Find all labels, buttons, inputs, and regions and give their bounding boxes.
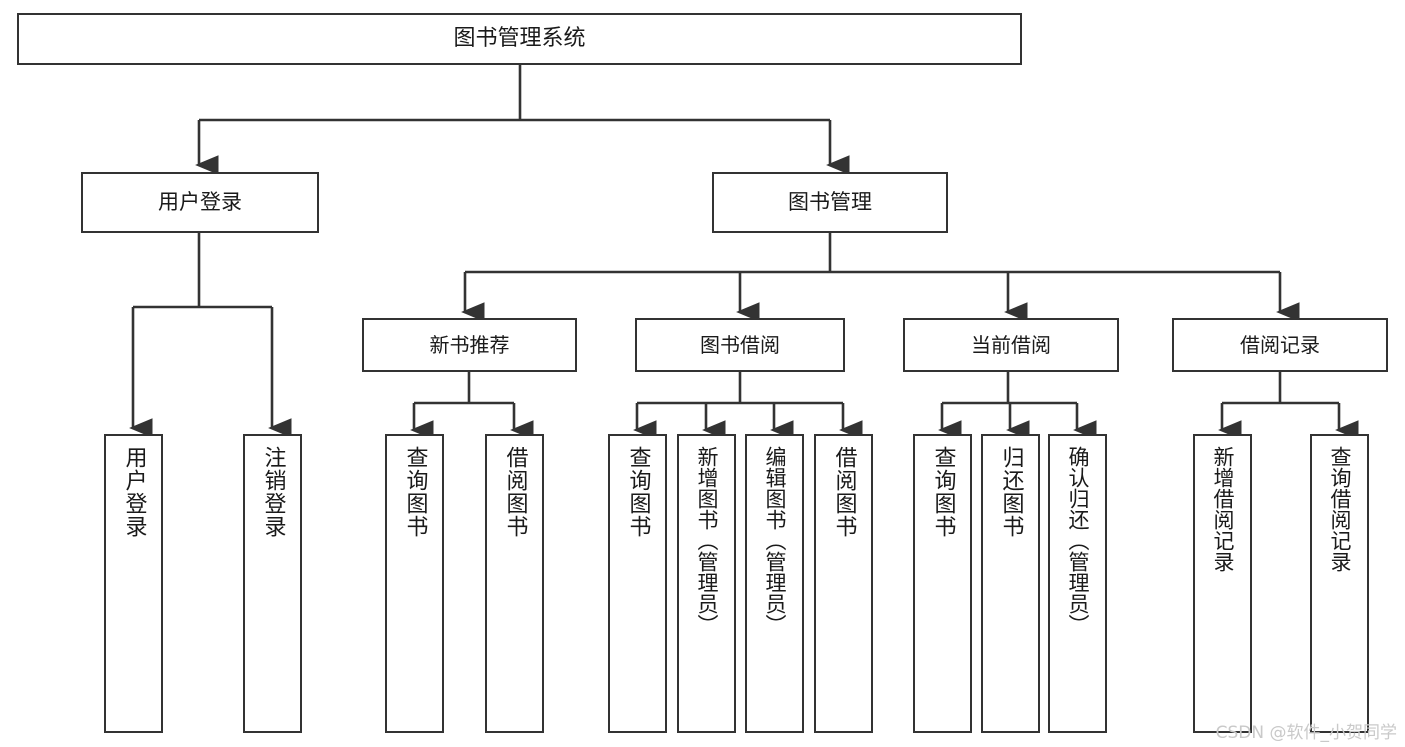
leaf-borrow-query-book[interactable]: 查询图书 xyxy=(608,434,667,733)
leaf-borrow-borrow-book[interactable]: 借阅图书 xyxy=(814,434,873,733)
leaf-new-book-borrow[interactable]: 借阅图书 xyxy=(485,434,544,733)
leaf-current-return-book[interactable]: 归还图书 xyxy=(981,434,1040,733)
leaf-records-add-record-label: 新增借阅记录 xyxy=(1211,446,1235,572)
leaf-user-login-signin[interactable]: 用户登录 xyxy=(104,434,163,733)
leaf-new-book-borrow-label: 借阅图书 xyxy=(502,446,528,538)
node-borrow-records-label: 借阅记录 xyxy=(1240,332,1320,357)
leaf-new-book-query-label: 查询图书 xyxy=(402,446,428,538)
node-user-login[interactable]: 用户登录 xyxy=(81,172,319,233)
leaf-records-add-record[interactable]: 新增借阅记录 xyxy=(1193,434,1252,733)
leaf-current-query-book-label: 查询图书 xyxy=(930,446,956,538)
node-new-book-recommend-label: 新书推荐 xyxy=(429,332,510,357)
node-root-system-label: 图书管理系统 xyxy=(453,26,586,52)
leaf-borrow-edit-book-admin[interactable]: 编辑图书（管理员） xyxy=(745,434,804,733)
node-book-management[interactable]: 图书管理 xyxy=(712,172,948,233)
leaf-borrow-query-book-label: 查询图书 xyxy=(625,446,651,538)
node-new-book-recommend[interactable]: 新书推荐 xyxy=(362,318,577,372)
leaf-borrow-add-book-admin-label: 新增图书（管理员） xyxy=(695,446,719,635)
leaf-current-confirm-return-admin-label: 确认归还（管理员） xyxy=(1066,446,1090,635)
leaf-current-return-book-label: 归还图书 xyxy=(998,446,1024,538)
node-current-borrow-label: 当前借阅 xyxy=(971,332,1051,357)
leaf-new-book-query[interactable]: 查询图书 xyxy=(385,434,444,733)
node-root-system[interactable]: 图书管理系统 xyxy=(17,13,1022,65)
node-borrow-records[interactable]: 借阅记录 xyxy=(1172,318,1388,372)
node-book-borrow-label: 图书借阅 xyxy=(700,332,780,357)
leaf-user-login-signout[interactable]: 注销登录 xyxy=(243,434,302,733)
leaf-records-query-record-label: 查询借阅记录 xyxy=(1328,446,1352,572)
leaf-borrow-borrow-book-label: 借阅图书 xyxy=(831,446,857,538)
leaf-records-query-record[interactable]: 查询借阅记录 xyxy=(1310,434,1369,733)
node-book-borrow[interactable]: 图书借阅 xyxy=(635,318,845,372)
leaf-user-login-signout-label: 注销登录 xyxy=(260,446,286,538)
leaf-borrow-edit-book-admin-label: 编辑图书（管理员） xyxy=(763,446,787,635)
node-user-login-label: 用户登录 xyxy=(158,190,242,215)
leaf-borrow-add-book-admin[interactable]: 新增图书（管理员） xyxy=(677,434,736,733)
node-current-borrow[interactable]: 当前借阅 xyxy=(903,318,1119,372)
csdn-watermark: CSDN @软件_小贺同学 xyxy=(1215,723,1397,743)
leaf-current-confirm-return-admin[interactable]: 确认归还（管理员） xyxy=(1048,434,1107,733)
leaf-current-query-book[interactable]: 查询图书 xyxy=(913,434,972,733)
leaf-user-login-signin-label: 用户登录 xyxy=(121,446,147,538)
node-book-management-label: 图书管理 xyxy=(788,190,872,215)
